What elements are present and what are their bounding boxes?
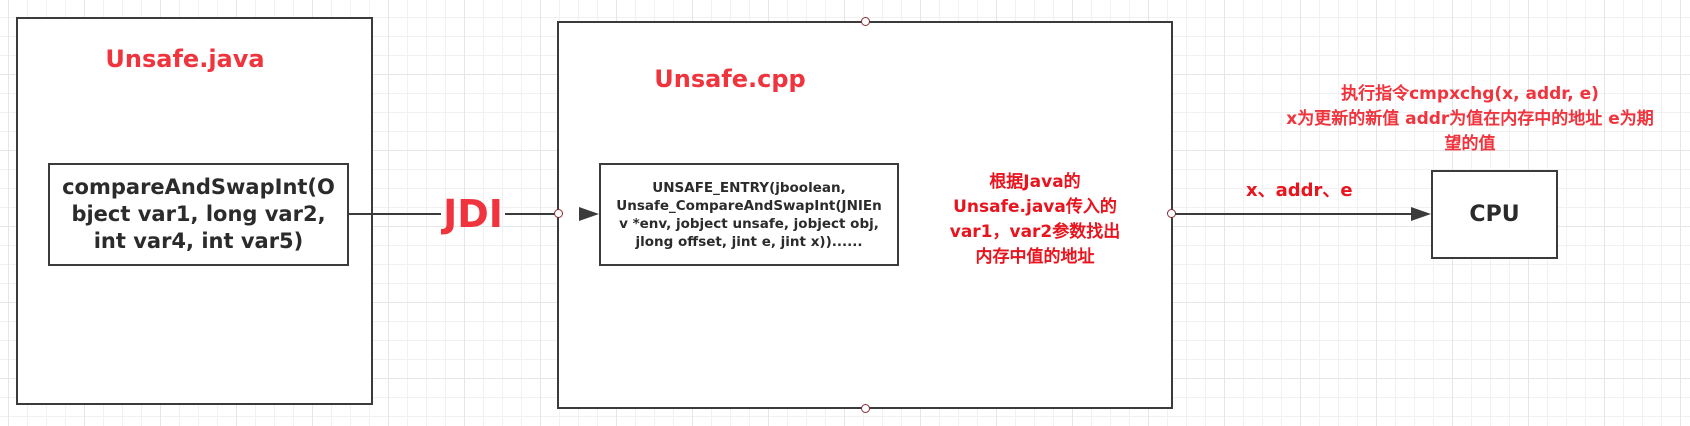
cpp-note-line: 内存中值的地址	[975, 247, 1095, 267]
cpp-connector-left[interactable]	[554, 209, 563, 218]
cpu-note-line: 执行指令cmpxchg(x, addr, e)	[1341, 84, 1599, 104]
cpu-box[interactable]: CPU	[1431, 170, 1558, 259]
java-method-line: compareAndSwapInt(O	[62, 175, 335, 199]
cpu-box-label: CPU	[1469, 202, 1520, 227]
edge-java-to-cpp-line-right[interactable]	[505, 213, 583, 215]
java-method-line: int var4, int var5)	[93, 229, 304, 253]
unsafe-cpp-title: Unsafe.cpp	[654, 65, 806, 93]
cpp-note-line: var1，var2参数找出	[949, 222, 1121, 242]
cpp-note-line: Unsafe.java传入的	[953, 197, 1117, 217]
arrowhead-to-cpu	[1411, 207, 1431, 221]
cpp-address-note: 根据Java的 Unsafe.java传入的 var1，var2参数找出 内存中…	[925, 170, 1145, 270]
cpu-note-line: x为更新的新值 addr为值在内存中的地址 e为期	[1286, 109, 1654, 129]
cpp-method-line: UNSAFE_ENTRY(jboolean,	[652, 179, 846, 196]
cpp-method-line: Unsafe_CompareAndSwapInt(JNIEn	[616, 197, 882, 214]
cpu-note-line: 望的值	[1444, 134, 1496, 154]
edge-java-to-cpp-line-left[interactable]	[349, 213, 441, 215]
arrowhead-to-cpp-method	[579, 207, 599, 221]
java-method-line: bject var1, long var2,	[71, 202, 326, 226]
cpp-method-box[interactable]: UNSAFE_ENTRY(jboolean, Unsafe_CompareAnd…	[599, 163, 899, 266]
cpp-method-line: v *env, jobject unsafe, jobject obj,	[619, 215, 879, 232]
unsafe-java-title: Unsafe.java	[105, 45, 265, 73]
cpu-cmpxchg-note: 执行指令cmpxchg(x, addr, e) x为更新的新值 addr为值在内…	[1250, 82, 1690, 157]
jdi-edge-label: JDI	[443, 192, 503, 236]
cpp-connector-top[interactable]	[861, 17, 870, 26]
cpp-connector-bottom[interactable]	[861, 404, 870, 413]
edge-cpp-to-cpu-line[interactable]	[1175, 213, 1415, 215]
cpp-note-line: 根据Java的	[989, 172, 1081, 192]
java-method-box[interactable]: compareAndSwapInt(O bject var1, long var…	[48, 163, 349, 266]
cpp-method-line: jlong offset, jint e, jint x))......	[635, 233, 863, 250]
cpu-edge-label: x、addr、e	[1246, 180, 1353, 201]
